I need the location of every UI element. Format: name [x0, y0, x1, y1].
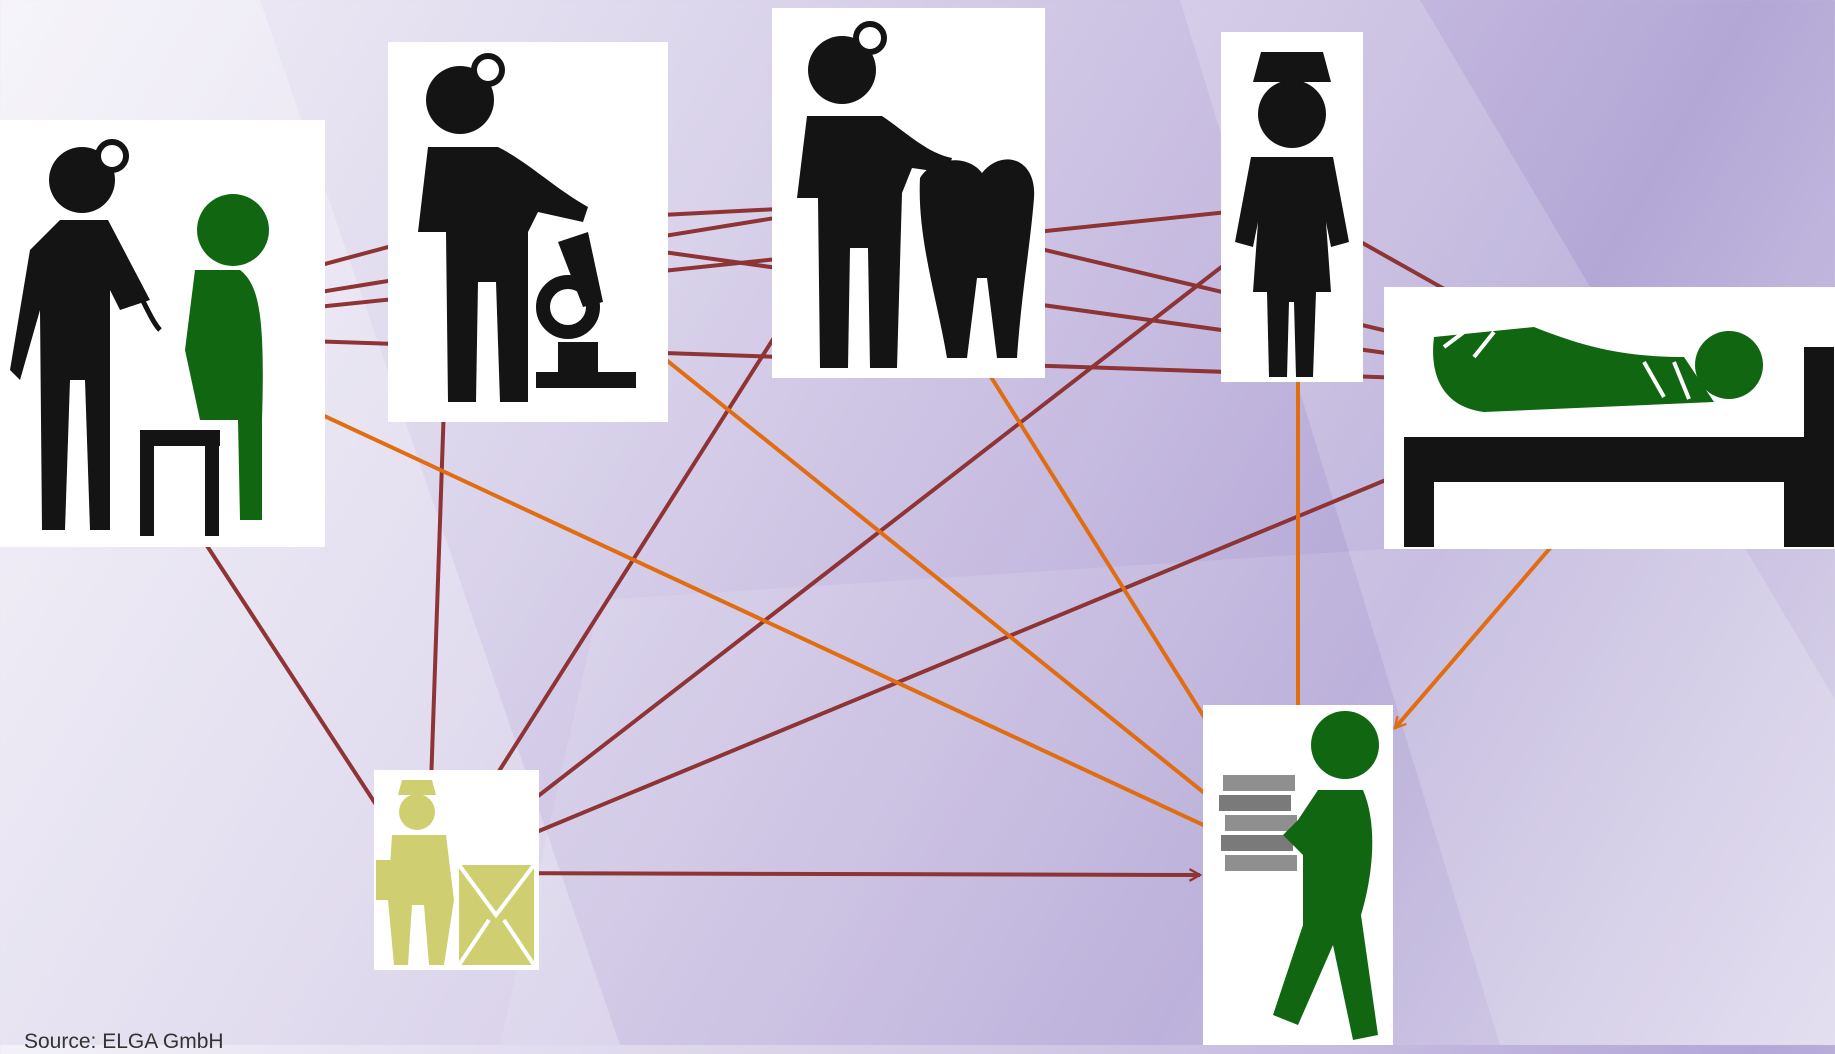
link-mail-patient	[440, 873, 1200, 875]
mail-carrier-with-letter-icon	[374, 770, 539, 970]
person-carrying-documents-icon	[1203, 705, 1393, 1045]
node-dentist	[772, 8, 1045, 378]
node-lab-doctor	[388, 42, 668, 422]
node-general-practitioner	[0, 120, 325, 547]
node-hospital	[1384, 287, 1835, 549]
node-patient-carrying-records	[1203, 705, 1393, 1045]
dentist-with-tooth-icon	[772, 8, 1045, 378]
node-nurse	[1221, 32, 1363, 382]
doctor-with-stethoscope-and-seated-patient-icon	[0, 120, 325, 547]
doctor-with-microscope-icon	[388, 42, 668, 422]
source-caption: Source: ELGA GmbH	[24, 1030, 224, 1054]
nurse-icon	[1221, 32, 1363, 382]
node-mail-carrier	[374, 770, 539, 970]
patient-in-hospital-bed-icon	[1384, 287, 1835, 549]
